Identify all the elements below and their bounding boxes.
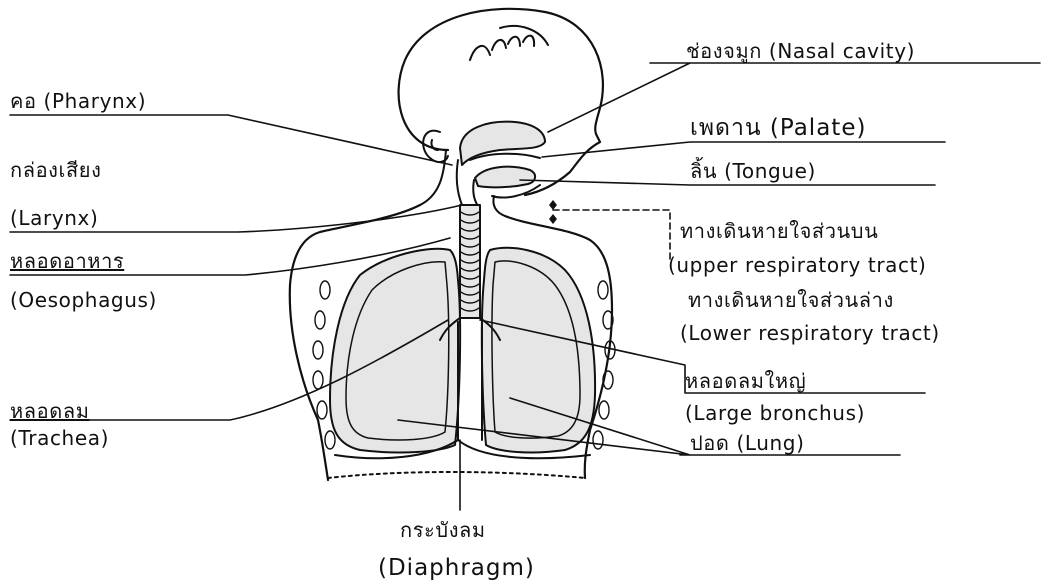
trachea <box>460 205 480 318</box>
marker-upper <box>549 200 557 210</box>
rib-mark <box>313 341 323 359</box>
rib-mark <box>599 401 609 419</box>
label-upper-tract-th: ทางเดินหายใจส่วนบน <box>680 219 878 243</box>
upper-tract-bracket <box>553 210 670 260</box>
label-upper-tract-en: (upper respiratory tract) <box>668 253 926 277</box>
label-pharynx: คอ (Pharynx) <box>10 89 146 113</box>
label-oesophagus-th: หลอดอาหาร <box>10 249 124 273</box>
pharynx-tube <box>457 160 478 206</box>
label-diaphragm-th: กระบังลม <box>400 518 486 542</box>
neck-right <box>493 196 505 216</box>
tongue-shape <box>475 167 535 188</box>
label-diaphragm-en: (Diaphragm) <box>378 555 535 581</box>
label-larynx-en: (Larynx) <box>10 206 98 230</box>
label-nasal-cavity: ช่องจมูก (Nasal cavity) <box>686 39 915 64</box>
label-trachea-en: (Trachea) <box>10 426 109 450</box>
hair-strokes <box>470 26 548 60</box>
label-oesophagus-en: (Oesophagus) <box>10 288 157 312</box>
rib-mark <box>593 431 603 449</box>
rib-mark <box>598 281 608 299</box>
marker-lower <box>549 214 557 224</box>
label-palate: เพดาน (Palate) <box>690 115 866 141</box>
label-lower-tract-en: (Lower respiratory tract) <box>680 321 940 345</box>
label-tongue: ลิ้น (Tongue) <box>690 157 816 183</box>
label-lung: ปอด (Lung) <box>690 431 805 455</box>
label-bronchus-en: (Large bronchus) <box>685 401 865 425</box>
tract-markers <box>549 200 557 224</box>
rib-mark <box>315 311 325 329</box>
waist-line <box>328 472 585 478</box>
rib-mark <box>317 401 327 419</box>
rib-mark <box>325 431 335 449</box>
palate-leader <box>542 142 945 157</box>
rib-mark <box>313 371 323 389</box>
label-larynx-th: กล่องเสียง <box>10 158 101 182</box>
label-bronchus-th: หลอดลมใหญ่ <box>685 369 806 393</box>
rib-mark <box>320 281 330 299</box>
label-trachea-th: หลอดลม <box>10 399 89 423</box>
label-lower-tract-th: ทางเดินหายใจส่วนล่าง <box>688 288 894 312</box>
